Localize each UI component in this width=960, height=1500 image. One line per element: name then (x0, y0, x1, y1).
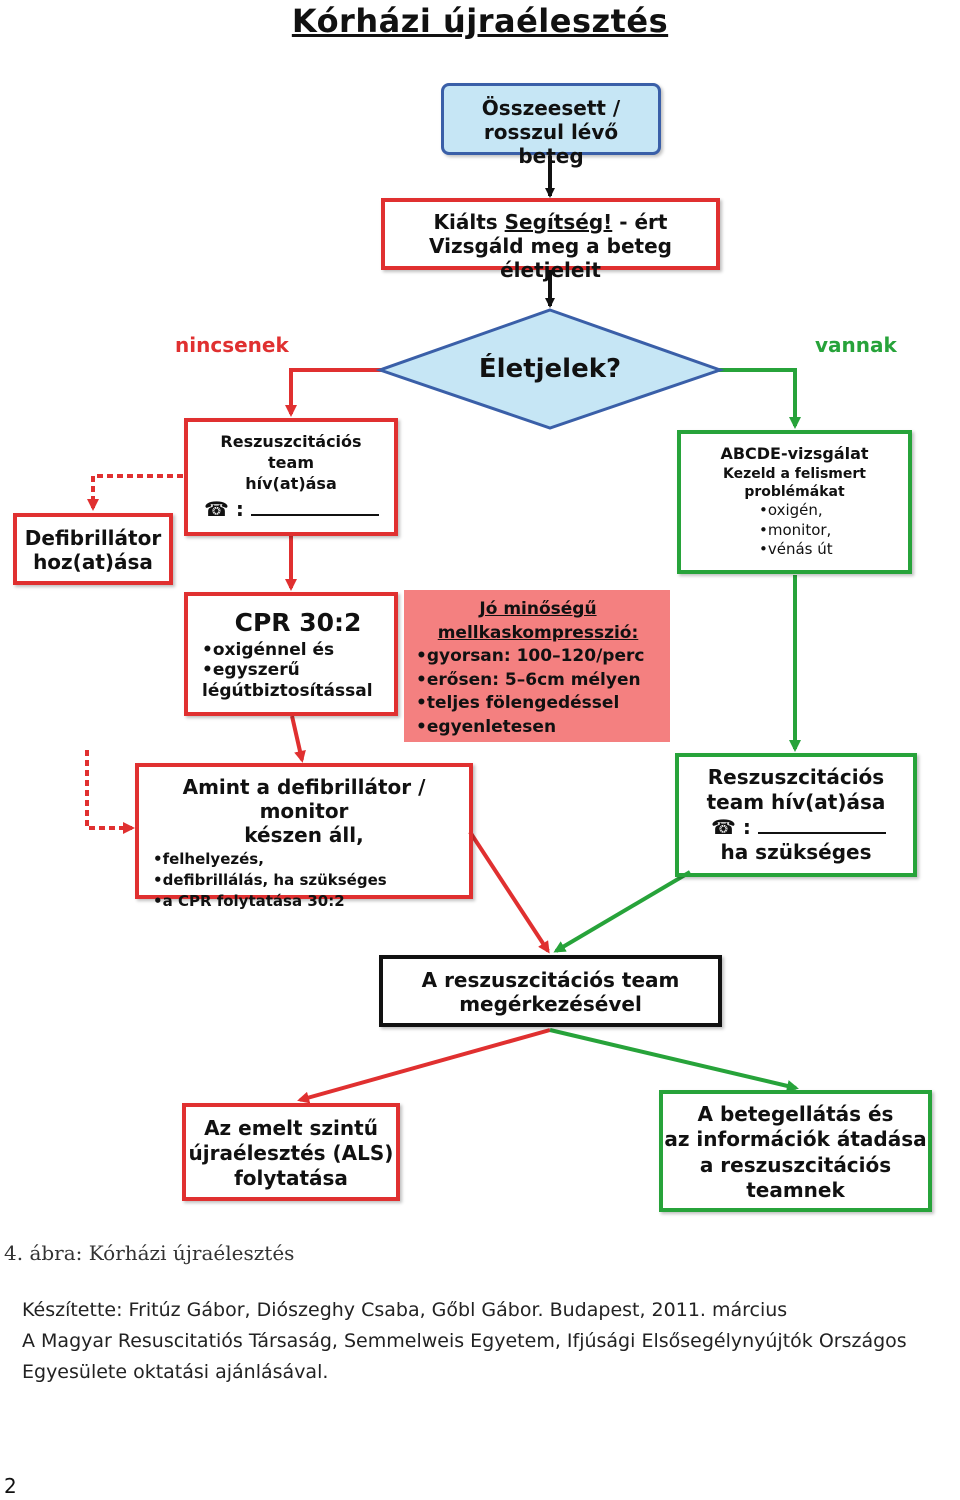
arrow-cpr-to-defibready (290, 715, 306, 763)
arrow-callteam-green-to-arrival (553, 870, 692, 953)
abcde-box: ABCDE-vizsgálat Kezeld a felismert probl… (677, 430, 912, 574)
quality-item-2: erősen: 5–6cm mélyen (416, 669, 670, 693)
credits-line-1: Készítette: Fritúz Gábor, Diószeghy Csab… (22, 1299, 788, 1321)
call-team-line1: Reszuszcitációs (220, 432, 362, 451)
defib-ready-item-3: a CPR folytatása 30:2 (153, 891, 469, 912)
quality-item-4: egyenletesen (416, 716, 670, 740)
page-title: Kórházi újraélesztés (291, 2, 669, 40)
als-line3: folytatása (234, 1166, 348, 1190)
label-no: nincsenek (175, 333, 289, 357)
abcde-line1: ABCDE-vizsgálat (720, 444, 869, 463)
call-team-line3: hív(at)ása (245, 473, 337, 493)
abcde-item-2: monitor, (759, 521, 908, 541)
check-vitals-box: Kiálts Segítség! - ért Vizsgáld meg a be… (381, 198, 720, 282)
call-team-green-colon: : (742, 815, 751, 839)
abcde-line3: problémákat (744, 483, 845, 500)
arrow-arrival-to-handover (549, 1028, 799, 1092)
als-line2: újraélesztés (ALS) (188, 1141, 394, 1165)
defib-line1: Defibrillátor (24, 526, 162, 550)
arrow-no-to-callteam (285, 368, 384, 417)
handover-line3: a reszuszcitációs (699, 1152, 892, 1177)
als-line1: Az emelt szintű (204, 1116, 378, 1140)
credits: Készítette: Fritúz Gábor, Diószeghy Csab… (22, 1295, 960, 1388)
arrival-line1: A reszuszcitációs team (421, 968, 680, 992)
handover-line4: teamnek (746, 1178, 845, 1203)
abcde-line2: Kezeld a felismert (723, 465, 866, 482)
quality-heading2: mellkaskompresszió: (437, 622, 639, 643)
cpr-item-1: oxigénnel és (202, 640, 394, 660)
phone-icon-green: ☎ (711, 815, 736, 839)
decision-label: Életjelek? (478, 354, 622, 384)
cpr-box: CPR 30:2 oxigénnel és egyszerű légútbizt… (184, 592, 398, 716)
arrival-line2: megérkezésével (459, 992, 642, 1016)
label-yes: vannak (815, 333, 897, 357)
phone-icon: ☎ (204, 497, 229, 522)
defib-ready-item-2: defibrillálás, ha szükséges (153, 870, 469, 891)
call-team-box: Reszuszcitációs team hív(at)ása ☎ : (184, 418, 398, 536)
call-team-green-line4: ha szükséges (720, 840, 872, 864)
defib-ready-line1: Amint a defibrillátor / monitor (182, 775, 426, 823)
credits-line-3: Egyesülete oktatási ajánlásával. (22, 1361, 329, 1383)
check-pre: Kiálts (433, 210, 505, 234)
compression-quality-panel: Jó minőségű mellkaskompresszió: gyorsan:… (404, 590, 670, 742)
abcde-item-1: oxigén, (759, 501, 908, 521)
handover-line1: A betegellátás és (697, 1102, 894, 1126)
arrow-arrival-to-als (297, 1028, 551, 1104)
team-arrival-box: A reszuszcitációs team megérkezésével (379, 955, 722, 1027)
defib-ready-box: Amint a defibrillátor / monitor készen á… (135, 763, 473, 910)
cpr-heading: CPR 30:2 (234, 608, 362, 637)
cpr-item-2: egyszerű (202, 660, 394, 680)
arrow-defib-to-defibready (85, 750, 135, 834)
figure-caption: 4. ábra: Kórházi újraélesztés (4, 1241, 295, 1265)
page-number: 2 (4, 1474, 17, 1498)
call-team-green-line2: team hív(at)ása (706, 790, 886, 814)
decision-diamond (375, 308, 725, 430)
quality-item-3: teljes fölengedéssel (416, 692, 670, 716)
start-box-text: Összeesett / rosszul lévő beteg (481, 96, 621, 168)
als-box: Az emelt szintű újraélesztés (ALS) folyt… (182, 1103, 400, 1201)
abcde-item-3: vénás út (759, 540, 908, 560)
phone-number-blank-green (757, 818, 886, 834)
call-team-line2: team (268, 452, 314, 472)
quality-item-1: gyorsan: 100–120/perc (416, 645, 670, 669)
defib-ready-line2: készen áll, (244, 823, 364, 847)
quality-heading1: Jó minőségű (479, 599, 597, 619)
arrow-callteam-to-defib (87, 474, 183, 511)
check-post: - ért (612, 210, 668, 234)
defib-box: Defibrillátor hoz(at)ása (13, 513, 173, 585)
phone-number-blank (250, 500, 379, 517)
arrow-defibready-to-arrival (468, 830, 550, 954)
call-team-colon: : (235, 497, 244, 522)
credits-line-2: A Magyar Resuscitatiós Társaság, Semmelw… (22, 1330, 907, 1352)
defib-ready-item-1: felhelyezés, (153, 849, 469, 870)
check-line2: Vizsgáld meg a beteg életjeleit (429, 234, 672, 282)
handover-line2: az információk átadása (664, 1127, 927, 1152)
defib-line2: hoz(at)ása (33, 550, 153, 574)
call-team-green-box: Reszuszcitációs team hív(at)ása ☎ : ha s… (675, 753, 917, 877)
cpr-last: légútbiztosítással (202, 680, 373, 701)
handover-box: A betegellátás és az információk átadása… (659, 1090, 932, 1212)
start-box: Összeesett / rosszul lévő beteg (441, 83, 661, 168)
call-team-green-line1: Reszuszcitációs (707, 765, 885, 789)
arrow-yes-to-abcde (716, 368, 801, 429)
check-help: Segítség! (504, 210, 613, 234)
